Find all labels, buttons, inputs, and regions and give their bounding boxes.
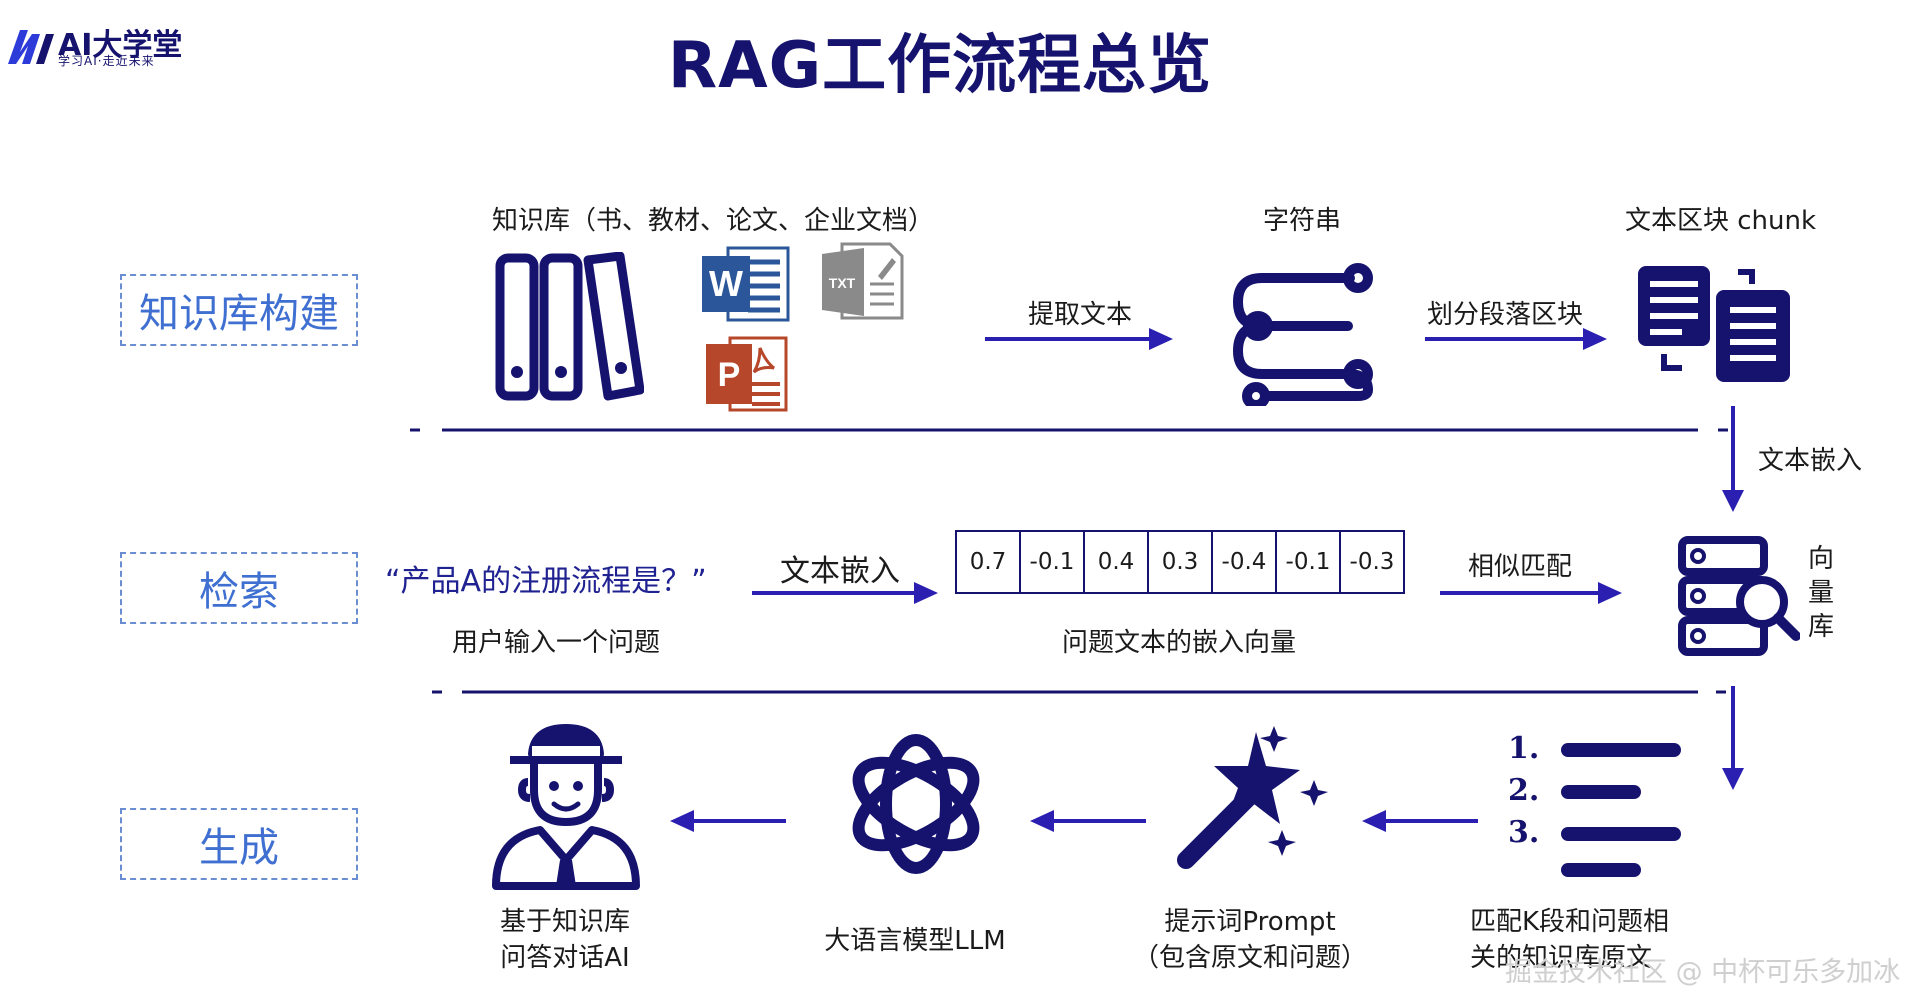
word-file-icon: W bbox=[700, 244, 792, 328]
logo-name: AI大学堂 bbox=[58, 28, 183, 63]
vector-cell: 0.4 bbox=[1085, 532, 1149, 592]
vector-cell: 0.3 bbox=[1149, 532, 1213, 592]
logo-tagline: 学习AI·走近未来 bbox=[58, 54, 155, 68]
arrow-extract bbox=[985, 328, 1173, 350]
arrow-retrieve-down bbox=[1722, 686, 1744, 790]
vector-cell: -0.1 bbox=[1277, 532, 1341, 592]
llm-label: 大语言模型LLM bbox=[824, 926, 1006, 956]
stage-generation: 生成 bbox=[120, 808, 358, 880]
stage-knowledge-build: 知识库构建 bbox=[120, 274, 358, 346]
arrow-similarity bbox=[1440, 582, 1622, 604]
vector-cell: -0.3 bbox=[1349, 549, 1395, 575]
arrow-embed-down bbox=[1722, 406, 1744, 512]
logo-icon bbox=[6, 24, 56, 72]
vector-database-icon bbox=[1676, 534, 1801, 662]
prompt-label: 提示词Prompt （包含原文和问题） bbox=[1132, 907, 1367, 973]
vector-cell: -0.4 bbox=[1213, 532, 1277, 592]
text-chunk-icon bbox=[1634, 262, 1794, 390]
txt-letters: TXT bbox=[829, 275, 856, 291]
arrow-to-llm bbox=[1030, 810, 1146, 832]
arrow-split bbox=[1425, 328, 1607, 350]
separator-line-2 bbox=[432, 690, 1726, 694]
similarity-match-label: 相似匹配 bbox=[1467, 552, 1572, 582]
embedding-vector: 0.7 -0.1 0.4 0.3 -0.4 -0.1 -0.3 bbox=[955, 530, 1405, 594]
arrow-to-answer bbox=[670, 810, 786, 832]
watermark: 掘金技术社区 @ 中杯可乐多加冰 bbox=[1505, 957, 1901, 988]
string-icon bbox=[1228, 256, 1378, 410]
stage-retrieval: 检索 bbox=[120, 552, 358, 624]
separator-line-1 bbox=[410, 428, 1728, 432]
svg-text:1.: 1. bbox=[1508, 731, 1539, 766]
arrow-to-prompt bbox=[1362, 810, 1478, 832]
arrow-query-embed bbox=[752, 582, 938, 604]
numbered-list-icon: 1. 2. 3. bbox=[1504, 730, 1684, 884]
user-query-caption: 用户输入一个问题 bbox=[452, 628, 661, 658]
text-embedding-label: 文本嵌入 bbox=[1758, 446, 1863, 476]
qa-ai-label: 基于知识库 问答对话AI bbox=[499, 907, 630, 973]
vector-cell: 0.7 bbox=[957, 532, 1021, 592]
extract-text-label: 提取文本 bbox=[1027, 300, 1132, 330]
query-embedding-label: 文本嵌入 bbox=[780, 554, 900, 589]
vector-caption: 问题文本的嵌入向量 bbox=[1061, 628, 1296, 658]
word-letter: W bbox=[709, 263, 743, 304]
knowledge-base-label: 知识库（书、教材、论文、企业文档） bbox=[492, 206, 935, 236]
split-paragraph-label: 划分段落区块 bbox=[1426, 300, 1583, 330]
string-label: 字符串 bbox=[1262, 206, 1341, 236]
ppt-file-icon: P bbox=[704, 334, 790, 418]
chunk-label: 文本区块 chunk bbox=[1625, 206, 1817, 236]
vector-db-label: 向 量 库 bbox=[1807, 544, 1834, 642]
magic-wand-icon bbox=[1170, 726, 1330, 880]
svg-text:2.: 2. bbox=[1508, 773, 1539, 808]
binders-icon bbox=[494, 251, 645, 406]
page-title: RAG工作流程总览 bbox=[667, 29, 1213, 103]
vector-cell: -0.1 bbox=[1021, 532, 1085, 592]
ppt-letter: P bbox=[718, 356, 741, 394]
txt-file-icon: TXT bbox=[820, 240, 906, 326]
matched-chunks-label: 匹配K段和问题相 关的知识库原文 bbox=[1470, 907, 1670, 973]
qa-assistant-icon bbox=[488, 720, 644, 894]
llm-logo-icon bbox=[836, 724, 996, 888]
svg-text:3.: 3. bbox=[1508, 815, 1539, 850]
user-query: “产品A的注册流程是？” bbox=[385, 564, 707, 599]
